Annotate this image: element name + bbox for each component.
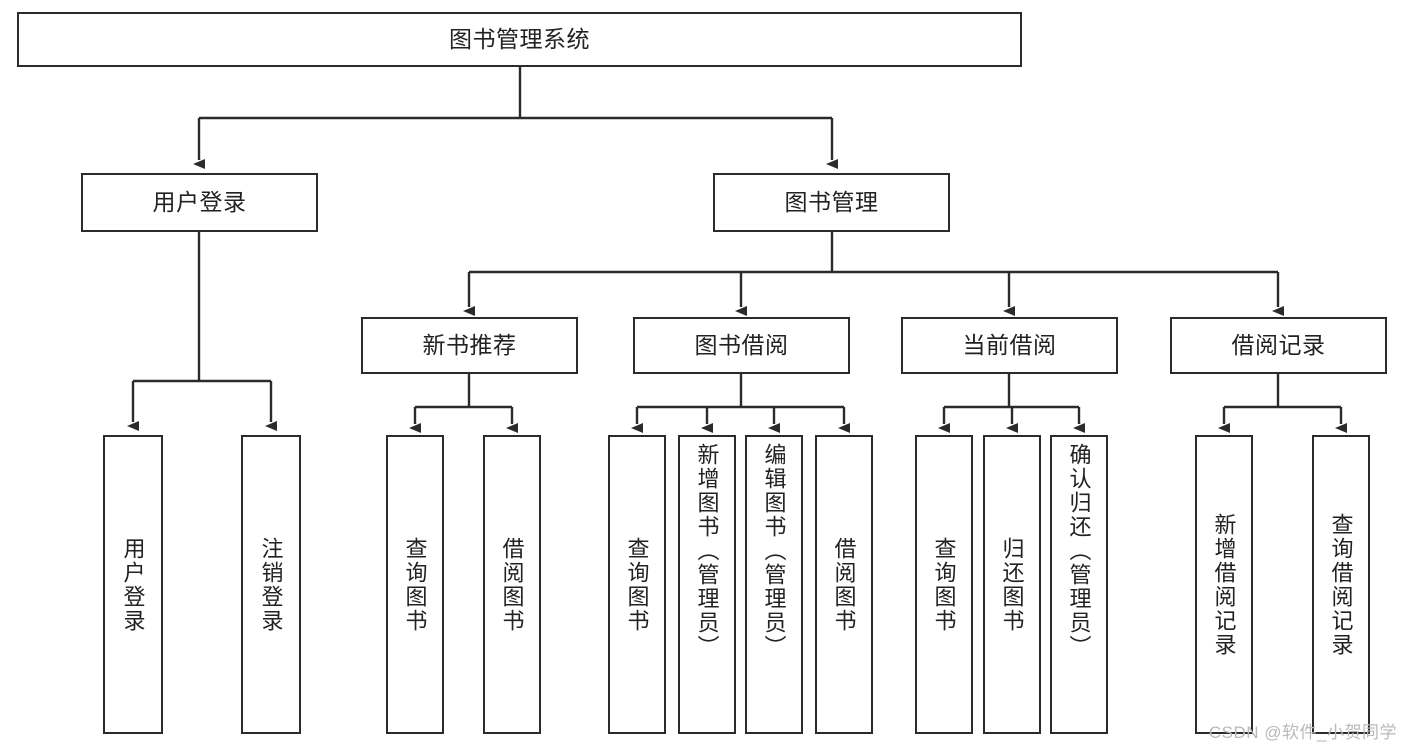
node-user-login[interactable]: 用户登录: [81, 173, 318, 232]
leaf-user-login-login[interactable]: 用户登录: [103, 435, 163, 734]
leaf-user-login-logout[interactable]: 注销登录: [241, 435, 301, 734]
leaf-current-borrow-query[interactable]: 查询图书: [915, 435, 973, 734]
node-label: 查询借阅记录: [1328, 512, 1354, 657]
node-label: 图书管理系统: [449, 26, 590, 52]
node-new-book-recommend[interactable]: 新书推荐: [361, 317, 578, 374]
node-current-borrow[interactable]: 当前借阅: [901, 317, 1118, 374]
leaf-borrow-record-query[interactable]: 查询借阅记录: [1312, 435, 1370, 734]
leaf-book-borrow-add[interactable]: 新增图书（管理员）: [678, 435, 736, 734]
node-label: 借阅记录: [1231, 332, 1326, 358]
node-root-system[interactable]: 图书管理系统: [17, 12, 1022, 67]
node-label: 编辑图书（管理员）: [761, 443, 787, 659]
watermark-credit: CSDN @软件_小贺同学: [1208, 723, 1397, 742]
leaf-book-borrow-query[interactable]: 查询图书: [608, 435, 666, 734]
node-borrow-record[interactable]: 借阅记录: [1170, 317, 1387, 374]
leaf-current-borrow-return[interactable]: 归还图书: [983, 435, 1041, 734]
node-label: 查询图书: [624, 536, 650, 633]
leaf-new-book-borrow[interactable]: 借阅图书: [483, 435, 541, 734]
node-label: 用户登录: [120, 536, 146, 633]
node-label: 当前借阅: [962, 332, 1057, 358]
node-label: 确认归还（管理员）: [1066, 443, 1092, 659]
node-label: 查询图书: [931, 536, 957, 633]
node-label: 借阅图书: [831, 536, 857, 633]
node-label: 查询图书: [402, 536, 428, 633]
node-label: 图书借阅: [694, 332, 789, 358]
node-label: 图书管理: [784, 189, 879, 215]
node-label: 新增图书（管理员）: [694, 443, 720, 659]
leaf-current-borrow-confirm-return[interactable]: 确认归还（管理员）: [1050, 435, 1108, 734]
node-label: 用户登录: [152, 189, 247, 215]
leaf-book-borrow-edit[interactable]: 编辑图书（管理员）: [745, 435, 803, 734]
leaf-borrow-record-add[interactable]: 新增借阅记录: [1195, 435, 1253, 734]
node-book-management[interactable]: 图书管理: [713, 173, 950, 232]
leaf-book-borrow-borrow[interactable]: 借阅图书: [815, 435, 873, 734]
leaf-new-book-query[interactable]: 查询图书: [386, 435, 444, 734]
node-label: 归还图书: [999, 536, 1025, 633]
node-label: 新书推荐: [422, 332, 517, 358]
node-label: 新增借阅记录: [1211, 512, 1237, 657]
node-label: 注销登录: [258, 536, 284, 633]
node-book-borrow[interactable]: 图书借阅: [633, 317, 850, 374]
node-label: 借阅图书: [499, 536, 525, 633]
